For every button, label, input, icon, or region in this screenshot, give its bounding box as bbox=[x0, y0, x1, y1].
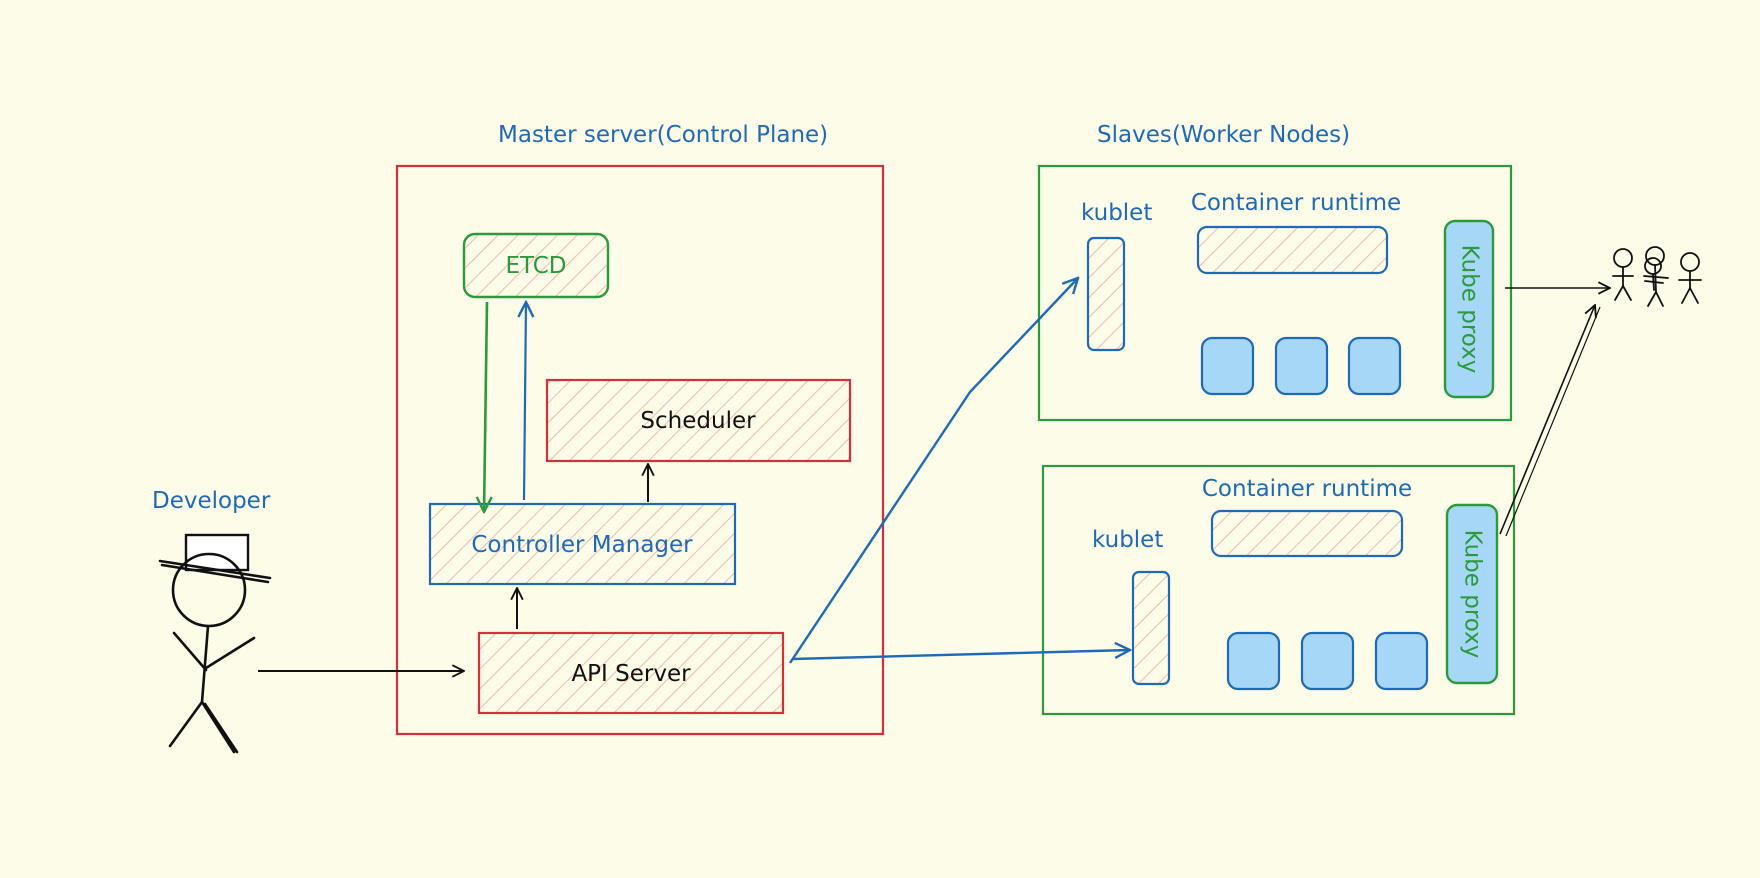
controller-to-etcd-arrow bbox=[524, 302, 526, 501]
scheduler-box: Scheduler bbox=[545, 378, 852, 463]
developer-icon bbox=[158, 533, 272, 754]
etcd-to-controller-arrow bbox=[484, 301, 487, 512]
kublet-2-bar bbox=[1131, 570, 1171, 686]
api-server-box: API Server bbox=[477, 631, 785, 715]
worker-node-2-box bbox=[1041, 464, 1516, 716]
master-server-box bbox=[395, 164, 885, 736]
kube-proxy-1-label: Kube proxy bbox=[1457, 245, 1483, 374]
api-to-kublet-1-arrow bbox=[789, 278, 1078, 664]
kube-proxy-1-box: Kube proxy bbox=[1443, 219, 1495, 399]
pod-2-1 bbox=[1226, 631, 1281, 691]
controller-manager-label: Controller Manager bbox=[471, 532, 693, 558]
pod-1-3 bbox=[1347, 336, 1402, 396]
etcd-box: ETCD bbox=[462, 232, 610, 299]
api-to-kublet-2-arrow bbox=[791, 650, 1130, 661]
kube-proxy-2-box: Kube proxy bbox=[1445, 503, 1499, 685]
kublet-1-label: kublet bbox=[1081, 200, 1152, 226]
pod-1-2 bbox=[1274, 336, 1329, 396]
pod-1-1 bbox=[1200, 336, 1255, 396]
scheduler-label: Scheduler bbox=[640, 408, 756, 434]
api-server-label: API Server bbox=[571, 661, 691, 687]
developer-label: Developer bbox=[152, 488, 271, 514]
etcd-label: ETCD bbox=[505, 253, 566, 279]
pod-2-2 bbox=[1300, 631, 1355, 691]
master-server-title: Master server(Control Plane) bbox=[498, 122, 828, 148]
proxy-2-to-users-arrow bbox=[1499, 305, 1595, 535]
worker-node-1-box bbox=[1037, 164, 1513, 422]
kublet-2-label: kublet bbox=[1092, 527, 1163, 553]
kublet-1-bar bbox=[1086, 236, 1126, 352]
worker-nodes-title: Slaves(Worker Nodes) bbox=[1097, 122, 1350, 148]
container-runtime-1-label: Container runtime bbox=[1191, 190, 1401, 216]
container-runtime-1-bar bbox=[1196, 225, 1389, 275]
controller-manager-box: Controller Manager bbox=[428, 502, 737, 586]
container-runtime-2-bar bbox=[1210, 509, 1404, 558]
pod-2-3 bbox=[1374, 631, 1429, 691]
container-runtime-2-label: Container runtime bbox=[1202, 476, 1412, 502]
proxy-2-to-users-arrow-shadow bbox=[1505, 306, 1601, 537]
kube-proxy-2-label: Kube proxy bbox=[1460, 530, 1486, 659]
users-icon bbox=[1612, 246, 1702, 307]
